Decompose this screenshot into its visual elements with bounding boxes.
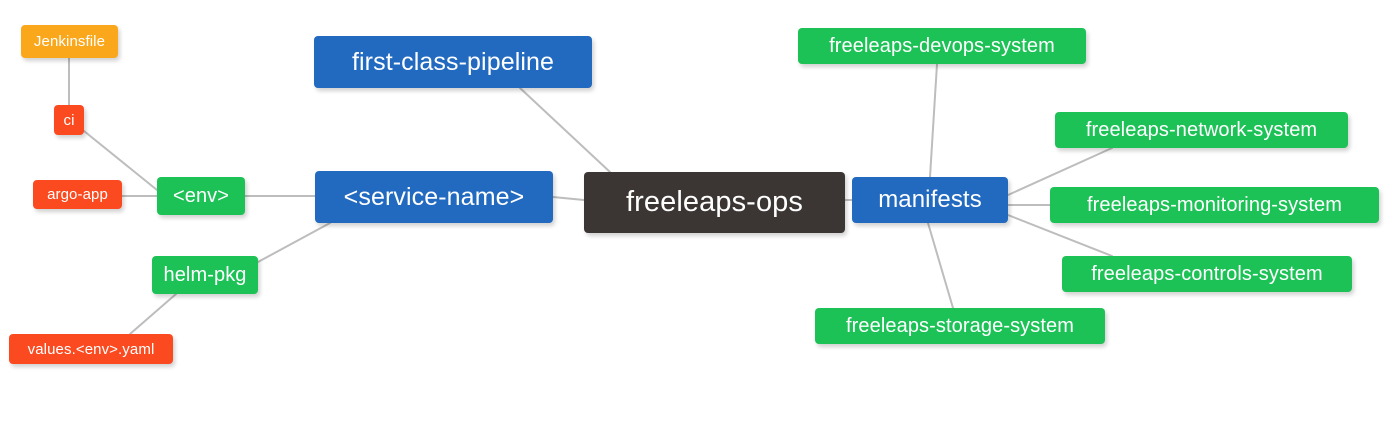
node-freeleaps-storage-system[interactable]: freeleaps-storage-system	[815, 308, 1105, 344]
node-ci[interactable]: ci	[54, 105, 84, 135]
node-freeleaps-monitoring-system[interactable]: freeleaps-monitoring-system	[1050, 187, 1379, 223]
edge-service-name-to-helm-pkg	[257, 222, 331, 263]
node-first-class-pipeline[interactable]: first-class-pipeline	[314, 36, 592, 88]
edge-manifests-to-freeleaps-devops-system	[929, 63, 938, 178]
node-values-env-yaml[interactable]: values.<env>.yaml	[9, 334, 173, 364]
node-jenkinsfile[interactable]: Jenkinsfile	[21, 25, 118, 58]
edge-helm-pkg-to-values-env-yaml	[129, 293, 177, 335]
node-argo-app[interactable]: argo-app	[33, 180, 122, 209]
node-freeleaps-devops-system[interactable]: freeleaps-devops-system	[798, 28, 1086, 64]
node-freeleaps-controls-system[interactable]: freeleaps-controls-system	[1062, 256, 1352, 292]
node-env[interactable]: <env>	[157, 177, 245, 215]
node-freeleaps-ops[interactable]: freeleaps-ops	[584, 172, 845, 233]
edge-freeleaps-ops-to-service-name	[552, 196, 585, 201]
node-freeleaps-network-system[interactable]: freeleaps-network-system	[1055, 112, 1348, 148]
edge-freeleaps-ops-to-first-class-pipeline	[519, 87, 611, 173]
node-helm-pkg[interactable]: helm-pkg	[152, 256, 258, 294]
node-service-name[interactable]: <service-name>	[315, 171, 553, 223]
node-manifests[interactable]: manifests	[852, 177, 1008, 223]
edge-manifests-to-freeleaps-storage-system	[927, 222, 954, 309]
